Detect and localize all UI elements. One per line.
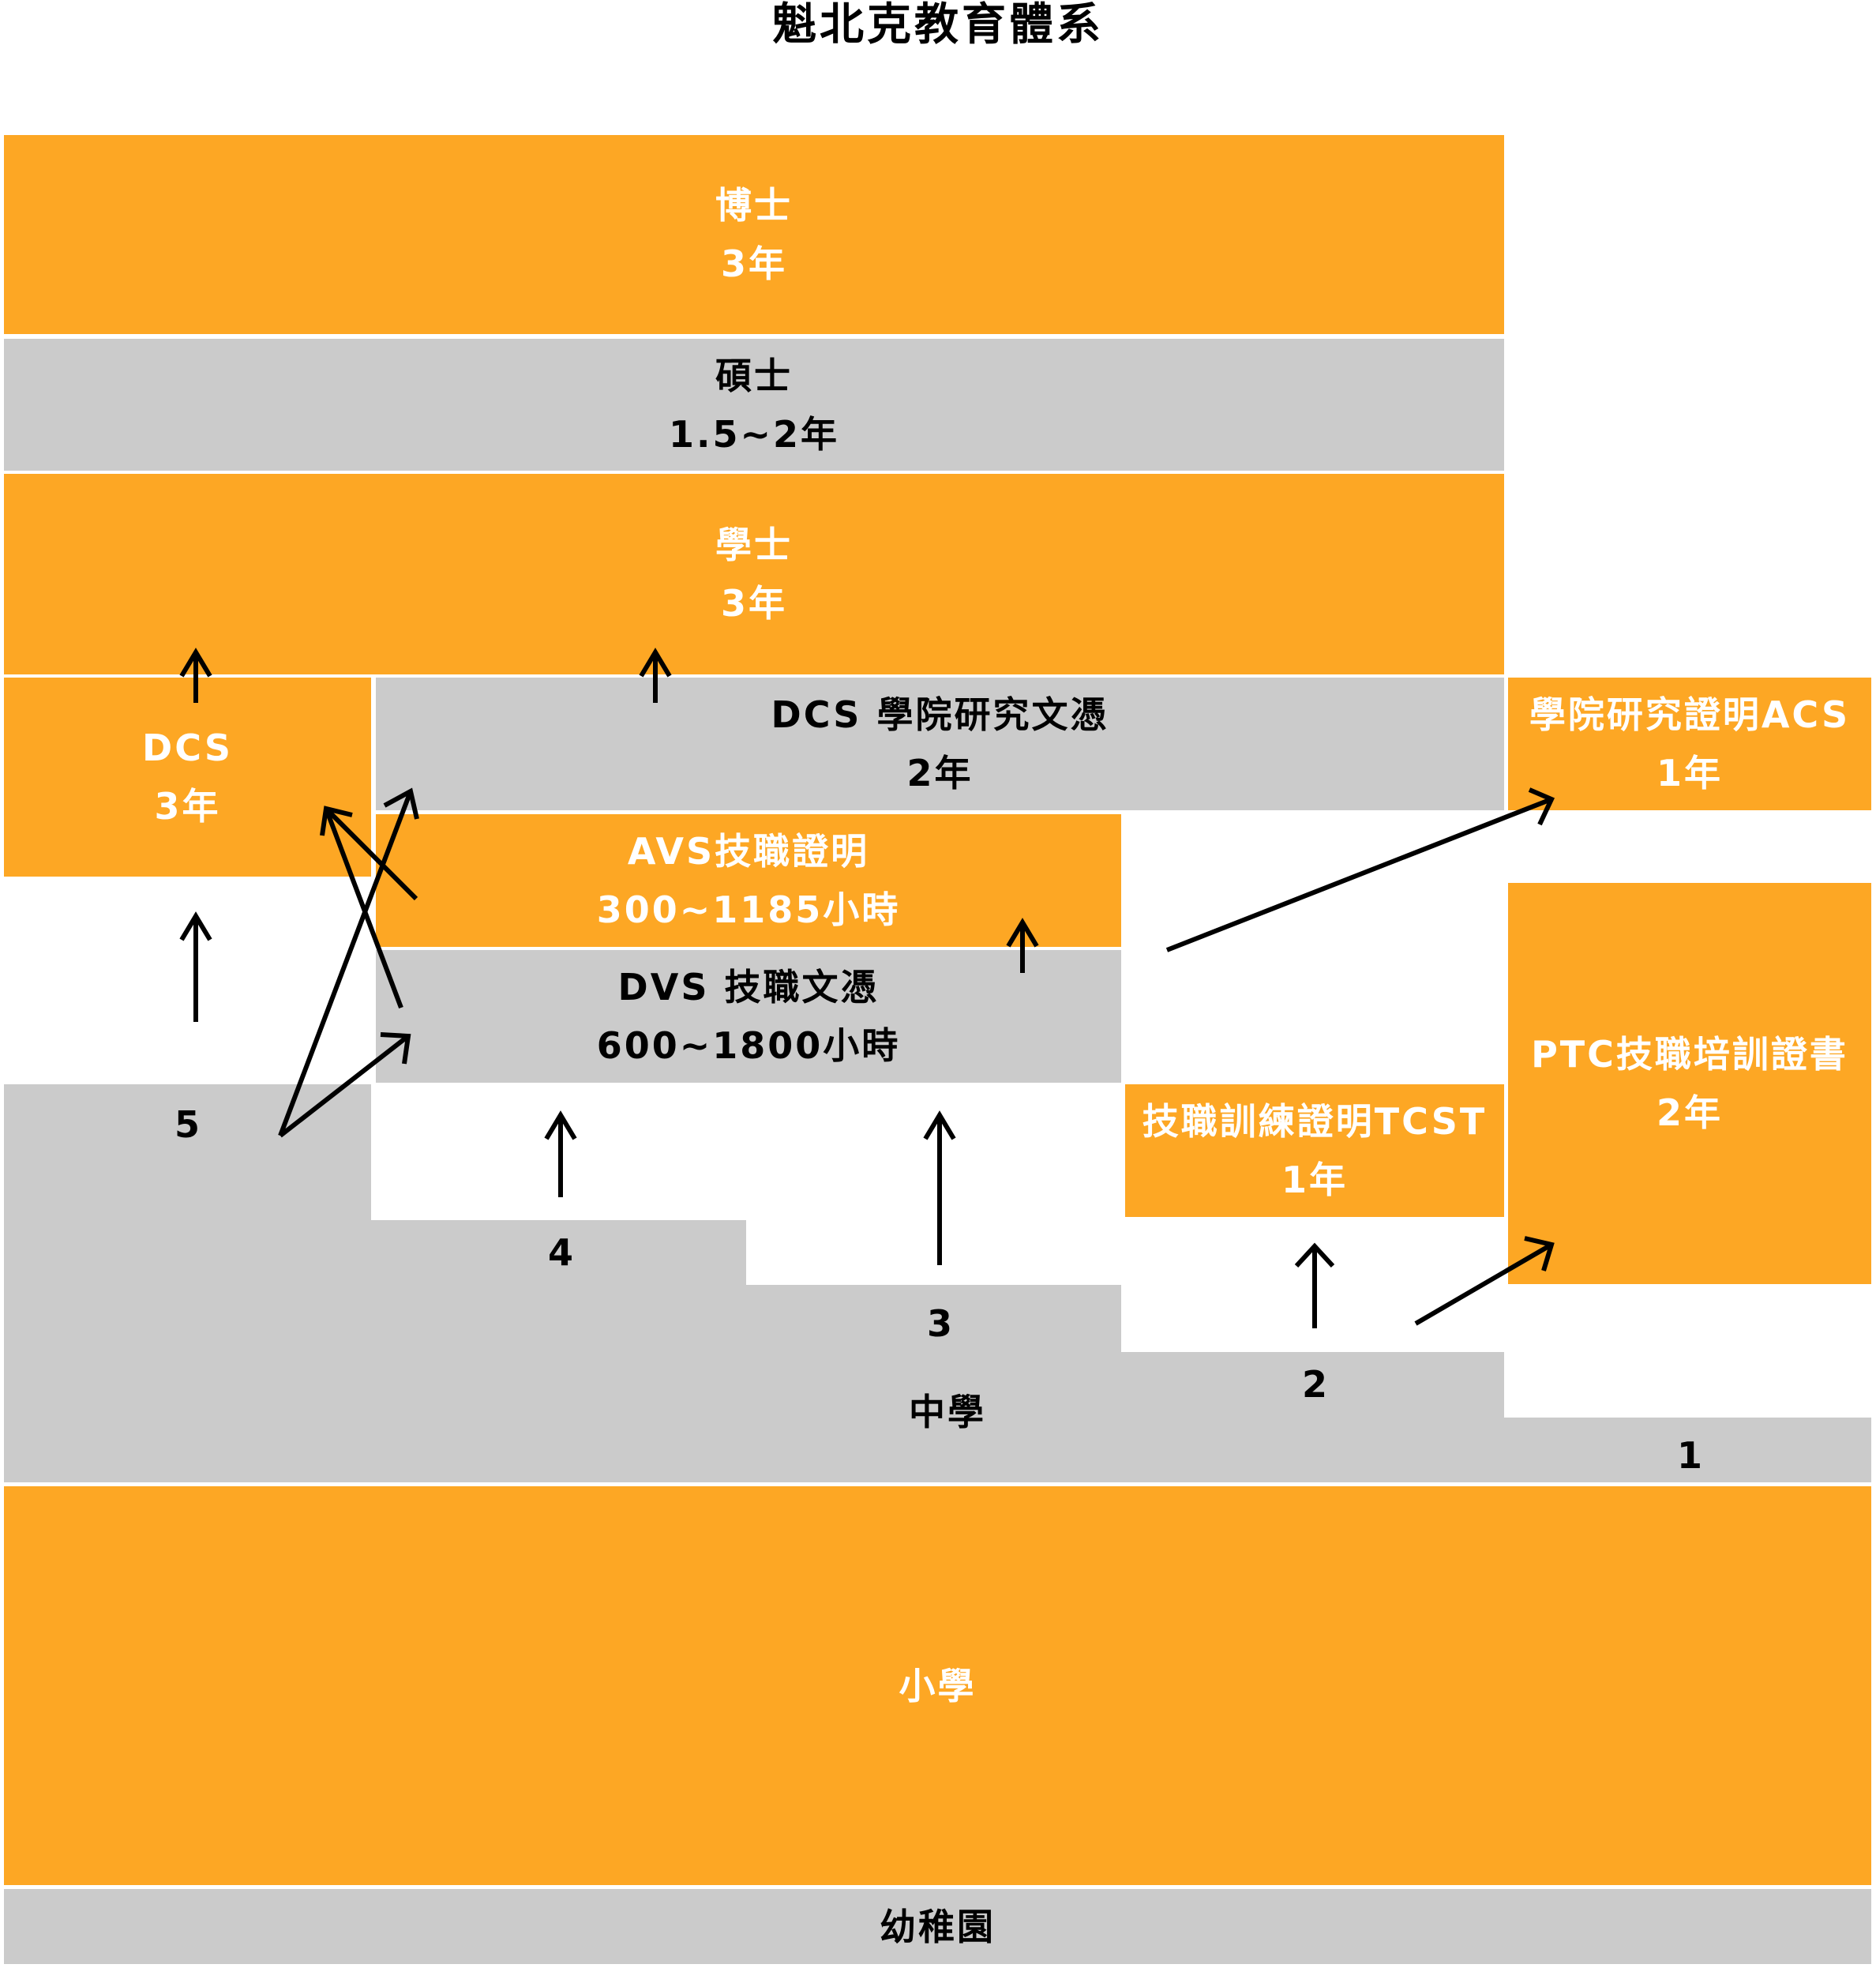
ptc-block: PTC技職培訓證書 2年 [1508, 883, 1871, 1284]
tcst-block: 技職訓練證明TCST 1年 [1125, 1084, 1504, 1217]
acs-block: 學院研究證明ACS 1年 [1508, 678, 1871, 810]
primary-block: 小學 [4, 1486, 1871, 1885]
dcs-duration: 3年 [154, 785, 221, 828]
master-duration: 1.5~2年 [668, 412, 840, 456]
phd-label: 博士 [715, 184, 793, 227]
dvs-duration: 600~1800小時 [596, 1024, 901, 1067]
avs-block: AVS技職證明 300~1185小時 [376, 814, 1121, 947]
master-block: 碩士 1.5~2年 [4, 339, 1504, 471]
secondary-label: 中學 [909, 1391, 986, 1433]
diagram-title: 魁北克教育體系 [772, 0, 1104, 51]
dvs-label: DVS 技職文憑 [617, 966, 880, 1008]
dcs-academic-block: DCS 學院研究文憑 2年 [376, 678, 1504, 810]
secondary-level-1: 1 [1676, 1434, 1702, 1477]
dcs-academic-duration: 2年 [906, 752, 974, 794]
secondary-level-2: 2 [1301, 1363, 1327, 1406]
bachelor-block: 學士 3年 [4, 474, 1504, 674]
ptc-label: PTC技職培訓證書 [1531, 1033, 1848, 1076]
tcst-label: 技職訓練證明TCST [1142, 1100, 1488, 1143]
ptc-duration: 2年 [1656, 1091, 1723, 1134]
acs-duration: 1年 [1656, 752, 1723, 794]
dcs-label: DCS [142, 727, 233, 769]
phd-block: 博士 3年 [4, 135, 1504, 334]
dcs-block: DCS 3年 [4, 678, 371, 877]
kindergarten-label: 幼稚園 [880, 1905, 996, 1948]
primary-label: 小學 [899, 1664, 977, 1707]
secondary-level-5: 5 [174, 1103, 200, 1146]
bachelor-label: 學士 [715, 524, 793, 566]
master-label: 碩士 [715, 354, 793, 397]
dcs-academic-label: DCS 學院研究文憑 [771, 693, 1109, 736]
avs-duration: 300~1185小時 [596, 888, 901, 931]
acs-label: 學院研究證明ACS [1529, 693, 1851, 736]
tcst-duration: 1年 [1281, 1159, 1348, 1201]
secondary-level-3: 3 [926, 1302, 952, 1345]
secondary-level-4: 4 [547, 1231, 573, 1274]
bachelor-duration: 3年 [720, 582, 787, 625]
dvs-block: DVS 技職文憑 600~1800小時 [376, 950, 1121, 1083]
avs-label: AVS技職證明 [627, 830, 870, 873]
phd-duration: 3年 [720, 242, 787, 285]
kindergarten-block: 幼稚園 [4, 1889, 1871, 1964]
